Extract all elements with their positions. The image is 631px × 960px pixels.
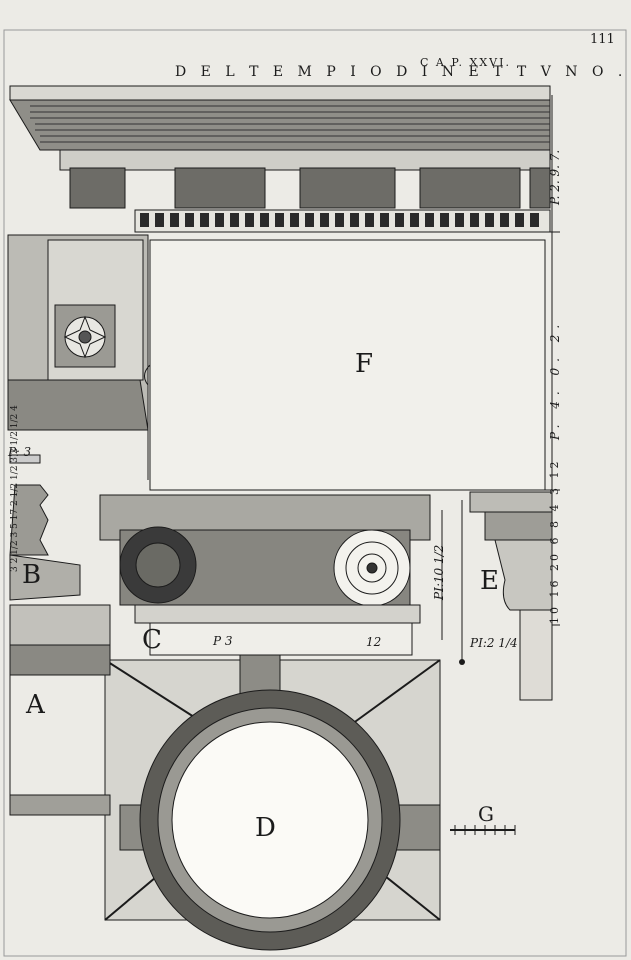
page-number: 111 xyxy=(590,32,615,47)
label-C: C xyxy=(142,625,162,655)
page-title: D E L T E M P I O D I N E T T V N O . xyxy=(175,64,628,80)
right-scale-lower: 10 16 20 6 8 4 3 12 xyxy=(548,458,561,624)
measure-twelve: 12 xyxy=(366,635,382,649)
capital-plan xyxy=(104,654,441,951)
measure-p3-capital: P 3 xyxy=(213,634,233,648)
scale-bar xyxy=(450,825,516,835)
measure-p3-left: P: 3 xyxy=(8,445,32,459)
chapter-heading: C A P. XXVI. xyxy=(420,56,511,69)
column-base-right xyxy=(469,491,553,701)
frieze-panel xyxy=(149,239,546,491)
measure-pi10: PI:10 1/2 xyxy=(432,544,446,600)
cornice xyxy=(9,85,551,233)
label-B: B xyxy=(22,560,42,590)
right-scale-upper: P. 2. 9. 7. xyxy=(548,149,562,205)
base-fractions: 3 2 1/2 3 5 17 2 1/2 1/2 3 2 1/2 1/2 4 xyxy=(10,405,20,572)
label-E: E xyxy=(480,566,499,596)
label-D: D xyxy=(255,813,276,843)
coffer-rosette xyxy=(7,234,149,431)
label-F: F xyxy=(355,349,374,379)
label-A: A xyxy=(26,690,45,720)
measure-pi2: PI:2 1/4 xyxy=(470,636,518,650)
label-G: G xyxy=(478,802,494,826)
column-base-left xyxy=(9,454,111,816)
right-scale-middle: P. 4. 0. 2. xyxy=(548,318,562,440)
ionic-capital xyxy=(99,494,431,656)
